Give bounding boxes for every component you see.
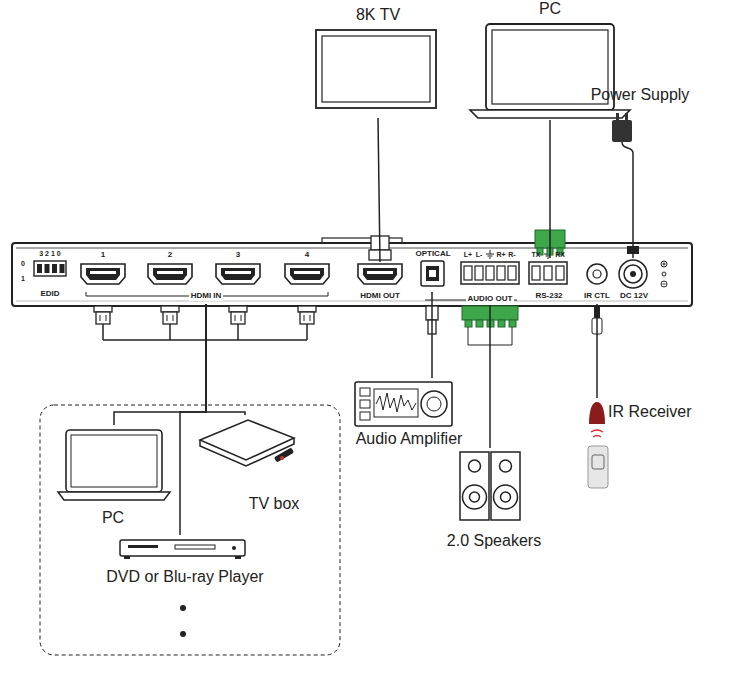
port-label: HDMI OUT (356, 262, 404, 304)
cable-connector (114, 304, 206, 425)
panel-marking: RX (555, 251, 565, 258)
port-label: IR CTL (584, 292, 610, 301)
panel-marking: 4 (305, 251, 309, 259)
device-label: Power Supply (591, 86, 690, 104)
port-label: DC 12V (614, 258, 654, 304)
panel-marking: 2 (168, 251, 172, 259)
port-label: AUDIO OUT (456, 258, 524, 305)
cable-connector (490, 305, 491, 448)
port-label: DC 12V (620, 292, 648, 301)
port-label: IR CTL (580, 258, 614, 304)
panel-marking: L- (476, 251, 483, 258)
device-label: 2.0 Speakers (447, 532, 541, 550)
ir-receiver: IR Receiver (582, 398, 728, 492)
device-label: TV box (249, 495, 300, 513)
port-label: HDMI IN (189, 292, 224, 301)
cable-connector (633, 153, 634, 258)
device-label: PC (539, 0, 561, 18)
port-label: RS-232 (524, 258, 574, 304)
device-label: PC (102, 509, 124, 527)
port-label: OPTICAL (415, 250, 450, 259)
cable-connector (180, 304, 206, 535)
cable-connector (378, 118, 380, 262)
port-label: OPTICAL (412, 250, 454, 292)
player-device: DVD or Blu-ray Player (95, 535, 275, 599)
panel-marking: 1 (101, 251, 105, 259)
device-label: DVD or Blu-ray Player (106, 568, 263, 586)
panel-marking: 1 (21, 275, 25, 282)
amplifier-device: Audio Amplifier (347, 378, 471, 454)
panel-marking: 0 (21, 260, 25, 267)
tv-device: 8K TV (310, 4, 446, 118)
device-label: IR Receiver (608, 403, 692, 421)
port-label: AUDIO OUT (466, 295, 515, 304)
pc-device: PC (55, 425, 175, 530)
cable-connector (550, 120, 551, 258)
panel-marking: R- (508, 251, 515, 258)
cable-connector (432, 292, 433, 378)
panel-marking: R+ (496, 251, 505, 258)
panel-marking: TX (532, 251, 541, 258)
panel-marking: L+ (464, 251, 472, 258)
tv-box-device: TV box (188, 415, 315, 515)
port-group: HDMI IN (80, 262, 332, 304)
device-label: 8K TV (356, 6, 400, 24)
panel-marking: 3 2 1 0 (39, 250, 60, 257)
cable-connector (597, 304, 598, 398)
port-label: RS-232 (535, 292, 562, 301)
panel-marking: 3 (236, 251, 240, 259)
cable-connector (206, 304, 245, 415)
panel-marking: EDID (40, 290, 59, 298)
port-label: HDMI OUT (360, 292, 400, 301)
device-label: Audio Amplifier (356, 430, 463, 448)
speaker-device: 2.0 Speakers (446, 448, 542, 558)
power-supply: Power Supply (588, 86, 692, 153)
